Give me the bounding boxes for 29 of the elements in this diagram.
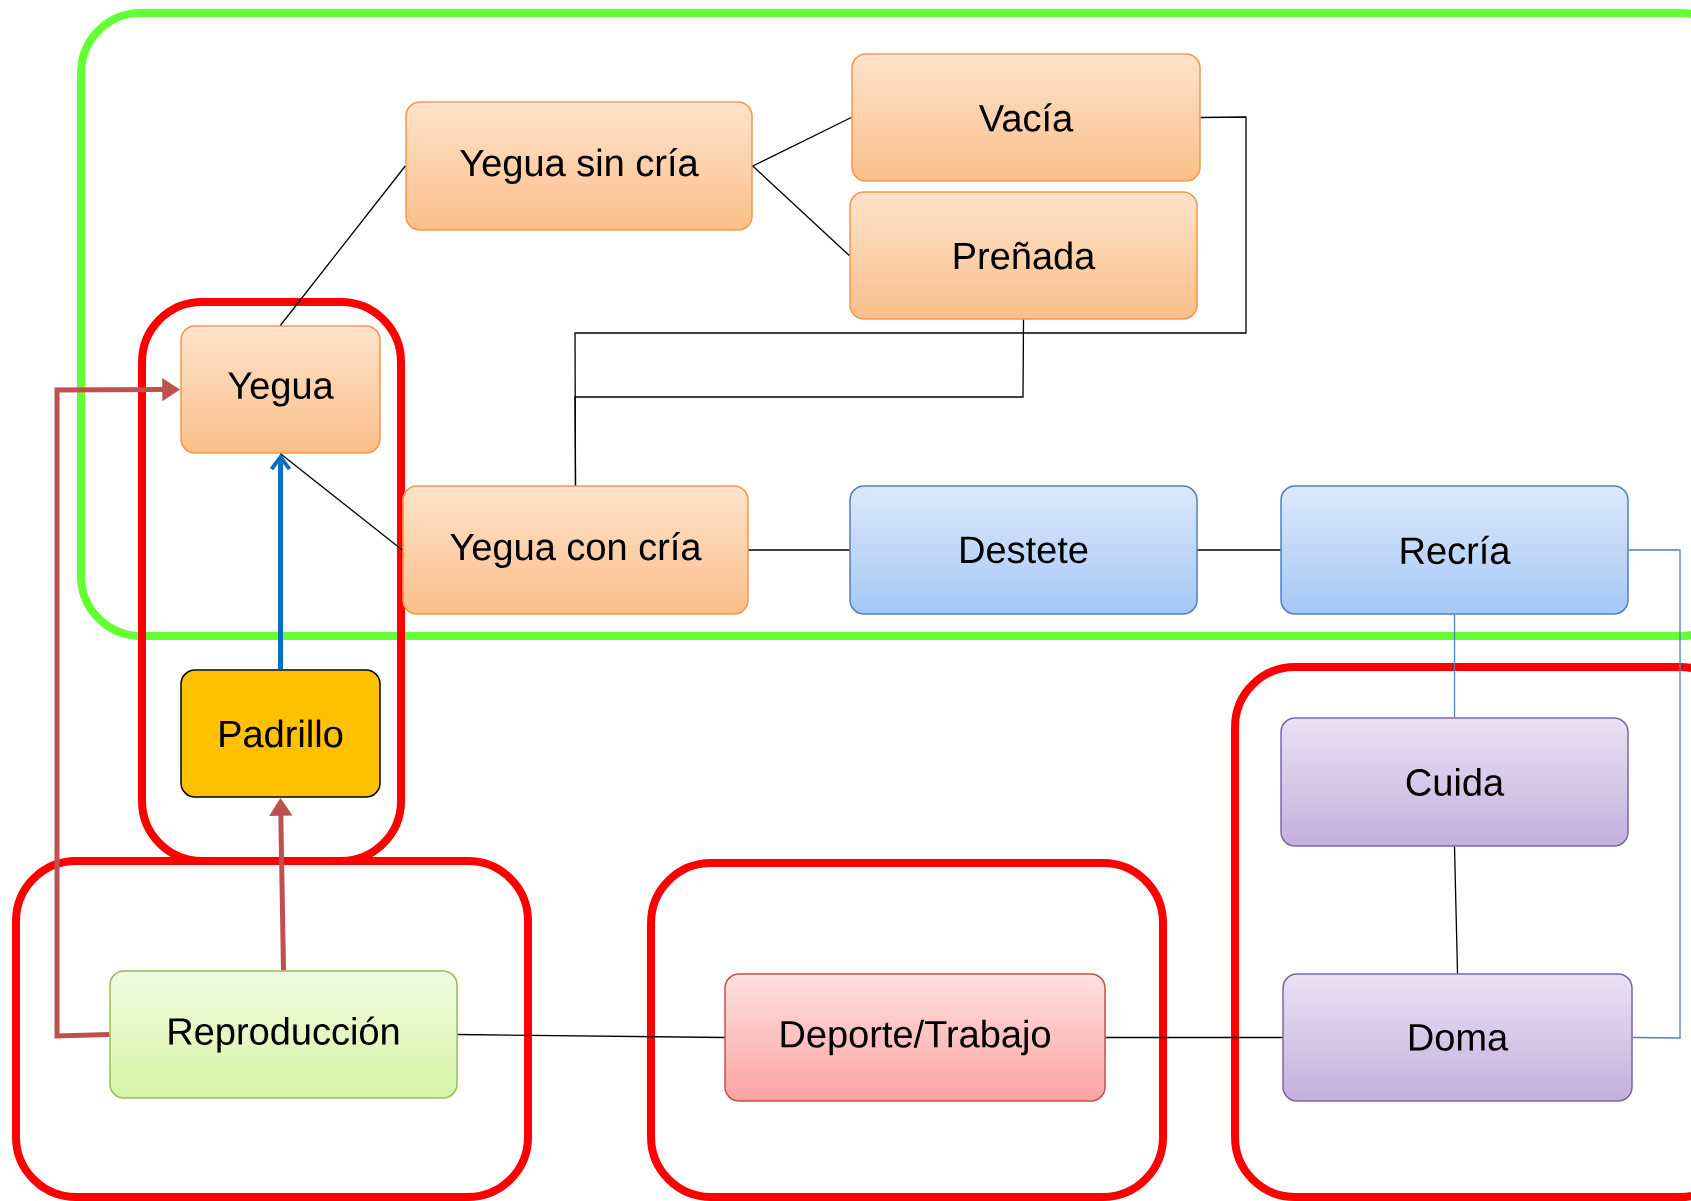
connector-line	[457, 1033, 725, 1039]
connector-line	[1453, 846, 1459, 974]
connector-line	[752, 165, 850, 257]
process-box: Vacía	[851, 53, 1201, 182]
process-box: Destete	[849, 485, 1198, 615]
process-box: Recría	[1280, 485, 1629, 615]
process-box: Cuida	[1280, 717, 1629, 847]
connector-line	[1628, 549, 1681, 1039]
connector-line	[1453, 614, 1456, 718]
connector-line	[752, 116, 852, 167]
process-box: Yegua sin cría	[405, 101, 753, 231]
process-box: Doma	[1282, 973, 1633, 1102]
group-frame	[1231, 663, 1691, 1201]
arrow	[269, 453, 292, 670]
process-box: Reproducción	[109, 970, 458, 1099]
process-box: Padrillo	[180, 669, 381, 798]
connector-line	[748, 549, 850, 551]
process-box: Yegua con cría	[402, 485, 749, 615]
connector-line	[1197, 549, 1281, 551]
group-frame	[12, 857, 532, 1201]
process-box: Yegua	[180, 325, 381, 454]
group-frame	[77, 9, 1691, 640]
process-box: Preñada	[849, 191, 1198, 320]
connector-line	[574, 319, 1025, 486]
connector-line	[279, 453, 403, 551]
connector-line	[1105, 1036, 1283, 1039]
group-frame	[647, 859, 1167, 1201]
process-box: Deporte/Trabajo	[724, 973, 1106, 1102]
connector-line	[279, 165, 406, 326]
